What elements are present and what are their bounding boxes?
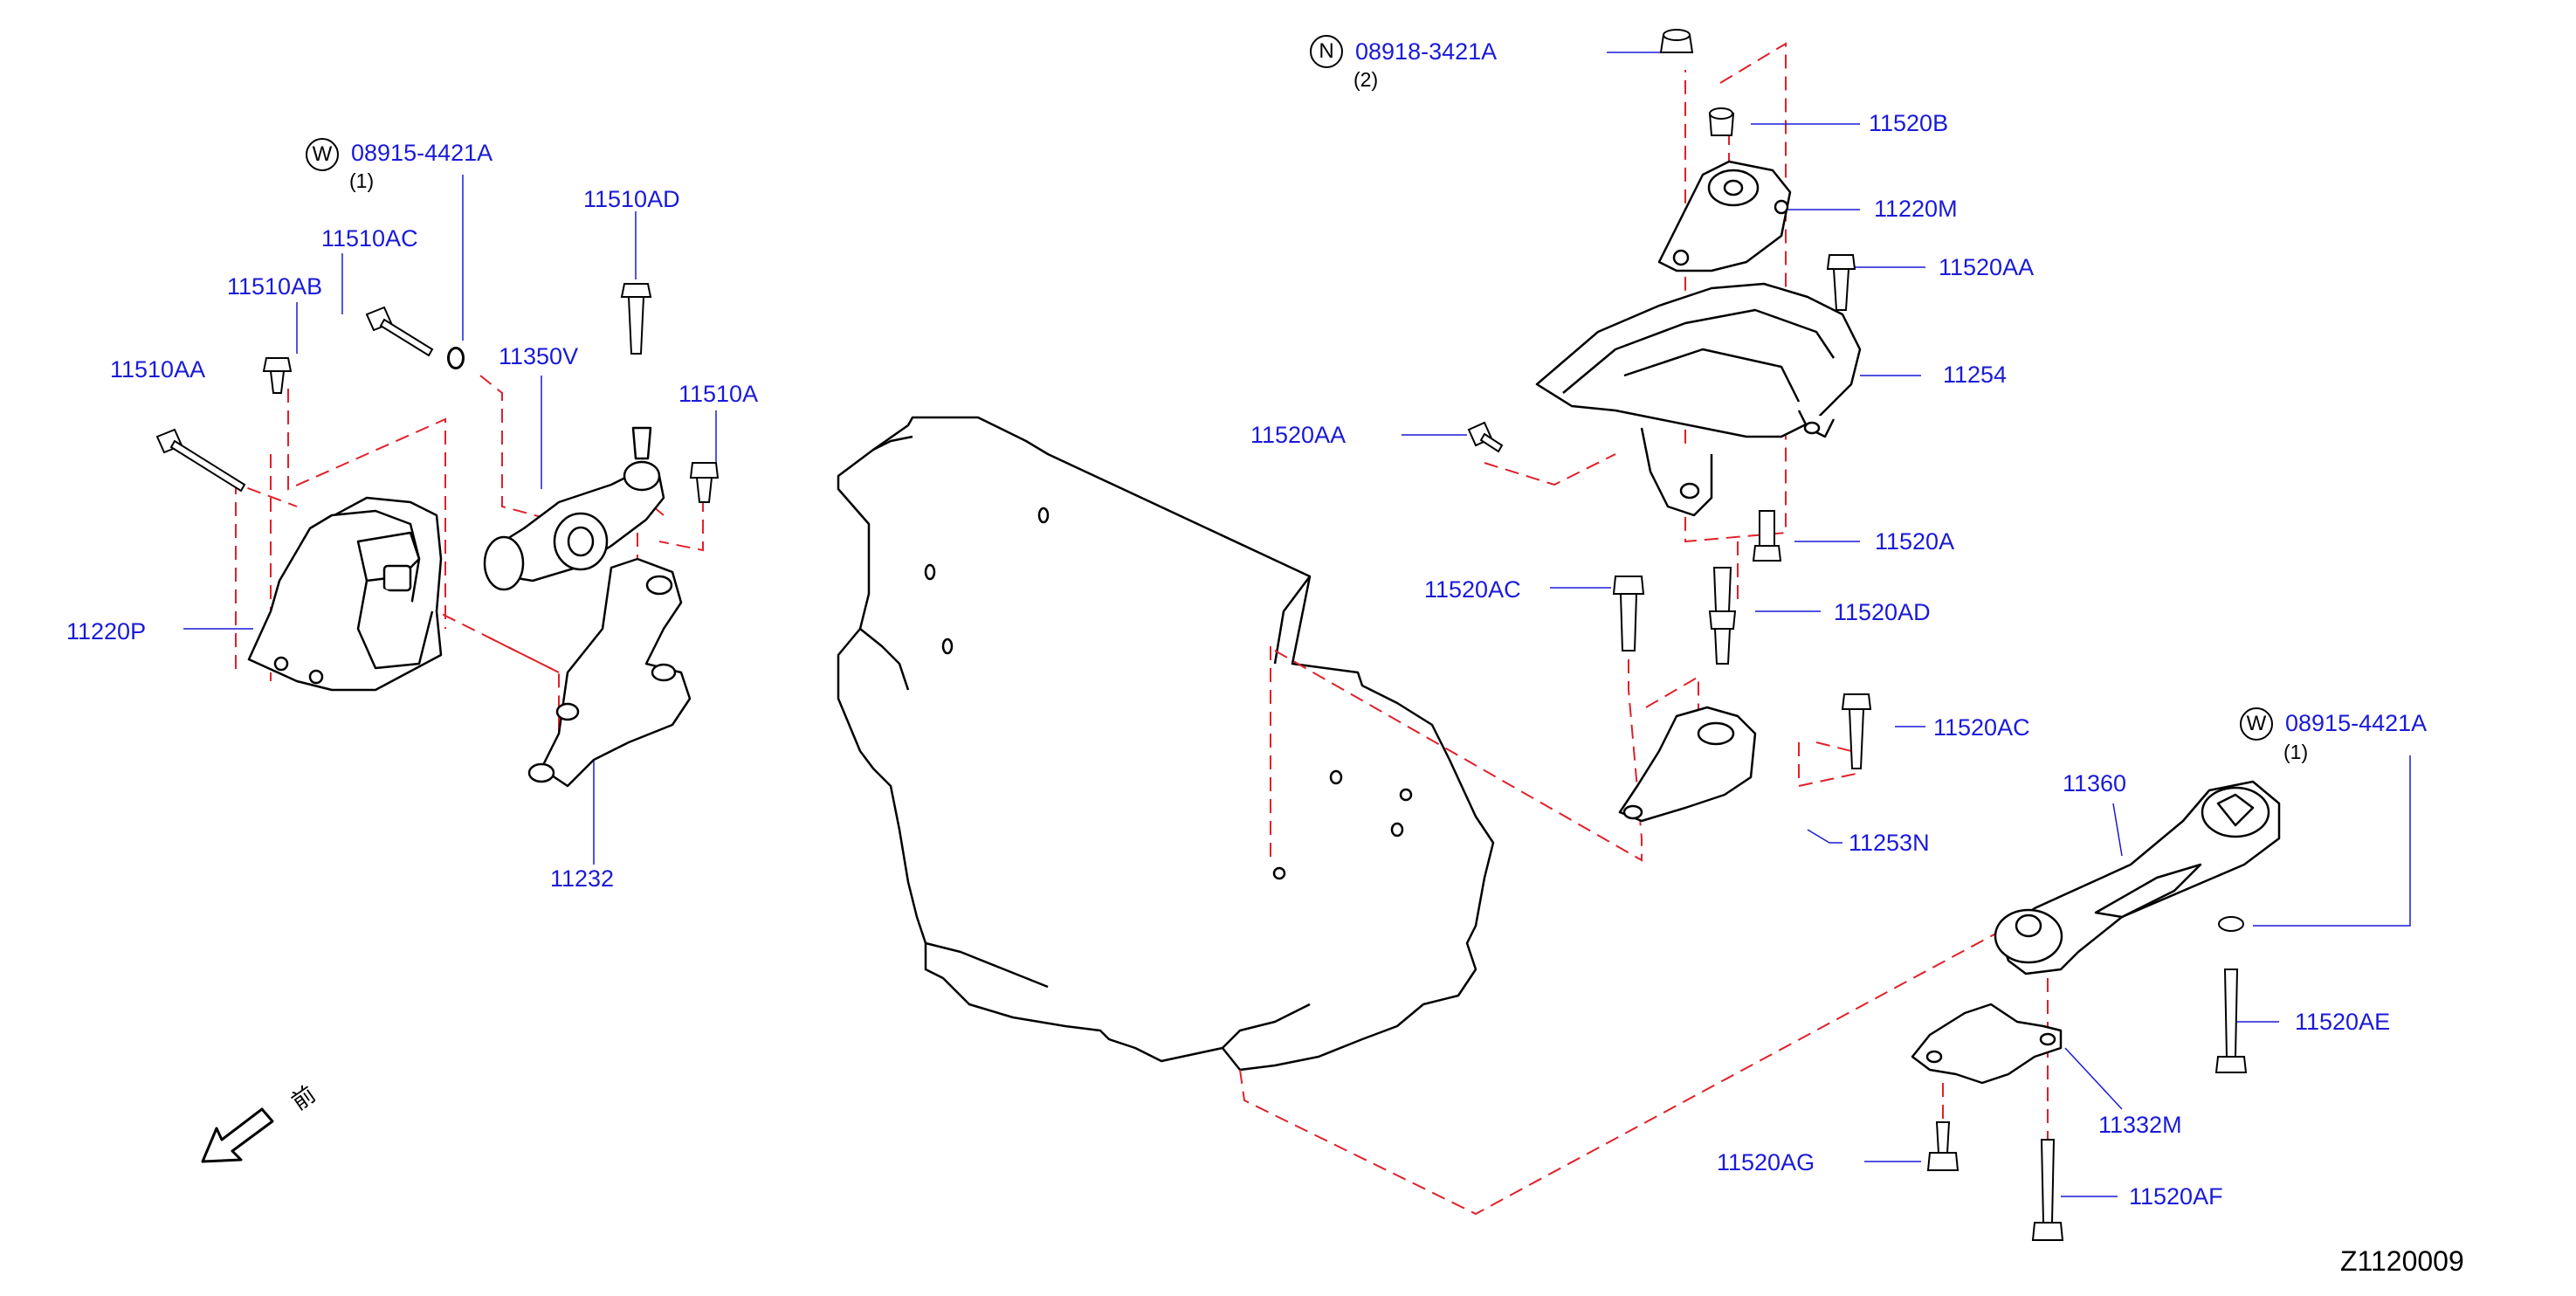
- part-link-11520AA[interactable]: 11520AA: [1939, 254, 2035, 280]
- part-link-11520AC[interactable]: 11520AC: [1933, 714, 2030, 741]
- part-link-11220M[interactable]: 11220M: [1874, 196, 1958, 222]
- bracket-11232: [527, 557, 692, 788]
- part-link-11332M[interactable]: 11332M: [2098, 1112, 2182, 1138]
- part-link-11520AF[interactable]: 11520AF: [2129, 1183, 2223, 1210]
- part-link-11360[interactable]: 11360: [2063, 770, 2127, 796]
- part-link-11254[interactable]: 11254: [1943, 362, 2008, 388]
- part-link-11520AD[interactable]: 11520AD: [1834, 599, 1931, 625]
- bolt-11520AA-left: [1467, 421, 1504, 453]
- washer-08915-4421A-left: [448, 348, 464, 369]
- engine-mount-right-11220M: [1657, 160, 1792, 272]
- bolt-11510AA: [155, 428, 246, 493]
- nut-08918-3421A: [1659, 29, 1694, 53]
- quantity-note: (1): [2283, 741, 2309, 763]
- part-link-11350V[interactable]: 11350V: [499, 343, 579, 369]
- part-link-11520AA[interactable]: 11520AA: [1250, 422, 1347, 448]
- washer-symbol-icon: W: [306, 138, 339, 171]
- bracket-11254: [1535, 282, 1862, 517]
- nut-symbol-icon: N: [1310, 35, 1343, 68]
- diagram-code: Z1120009: [2340, 1245, 2464, 1277]
- torque-rod-11360: [1994, 780, 2281, 975]
- part-link-11520A[interactable]: 11520A: [1875, 528, 1955, 555]
- bolt-11520AC-lower: [1841, 693, 1872, 769]
- engine-block-outline: [837, 416, 1495, 1072]
- bolt-11510AB: [262, 357, 293, 394]
- washer-08915-4421A-right: [2218, 916, 2244, 932]
- stud-11520AD: [1708, 567, 1737, 665]
- engine-mount-left-11220P: [247, 496, 443, 692]
- washer-symbol-icon: W: [2240, 707, 2273, 741]
- part-link-11232[interactable]: 11232: [550, 865, 615, 892]
- bolt-11520AA-upper: [1826, 254, 1856, 311]
- part-link-11520AC[interactable]: 11520AC: [1424, 576, 1521, 603]
- part-link-11520AE[interactable]: 11520AE: [2295, 1009, 2391, 1035]
- bolt-11520AC-upper: [1612, 576, 1645, 651]
- bolt-11510A: [689, 462, 720, 503]
- bolt-11520AF: [2031, 1139, 2064, 1241]
- quantity-note: (1): [349, 169, 375, 192]
- part-link-11220P[interactable]: 11220P: [66, 618, 147, 645]
- bolt-11520AE: [2214, 969, 2248, 1073]
- part-link-08915-4421A[interactable]: 08915-4421A: [351, 140, 493, 166]
- part-link-11510AB[interactable]: 11510AB: [227, 273, 323, 300]
- bracket-11332M: [1911, 1003, 2063, 1085]
- part-link-11510AD[interactable]: 11510AD: [583, 186, 680, 212]
- part-link-11520B[interactable]: 11520B: [1869, 110, 1949, 136]
- bolt-11520A: [1752, 510, 1782, 562]
- torque-rod-11350V: [483, 426, 665, 591]
- bolt-11520AG: [1926, 1121, 1960, 1171]
- bolt-11510AD: [620, 283, 652, 355]
- part-link-11520AG[interactable]: 11520AG: [1717, 1149, 1815, 1175]
- leader-lines: [183, 52, 2411, 1197]
- part-link-11253N[interactable]: 11253N: [1849, 830, 1930, 856]
- quantity-note: (2): [1353, 68, 1379, 91]
- collar-11520B: [1708, 107, 1735, 136]
- front-arrow-icon: [201, 1107, 274, 1163]
- part-link-11510AC[interactable]: 11510AC: [321, 225, 418, 252]
- part-link-11510AA[interactable]: 11510AA: [110, 356, 206, 383]
- part-link-11510A[interactable]: 11510A: [678, 381, 759, 407]
- part-link-08918-3421A[interactable]: 08918-3421A: [1355, 38, 1498, 65]
- part-link-08915-4421A[interactable]: 08915-4421A: [2285, 710, 2428, 736]
- bracket-11253N: [1618, 706, 1757, 823]
